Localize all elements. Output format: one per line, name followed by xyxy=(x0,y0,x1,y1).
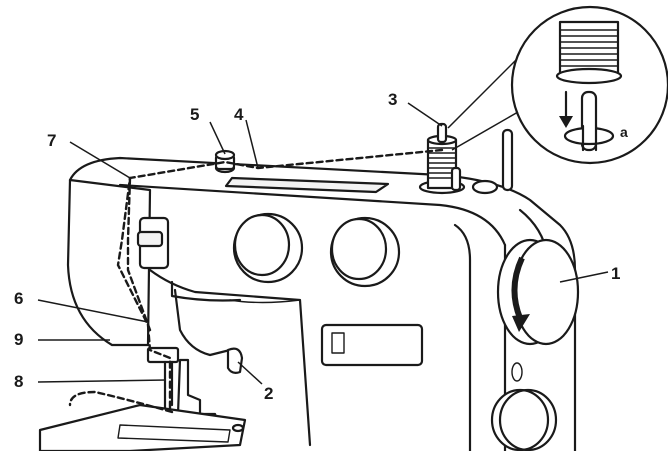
spool-pin xyxy=(436,122,448,144)
needle-clamp xyxy=(146,346,180,364)
callout-3: 3 xyxy=(388,90,397,109)
arrow-head-icon xyxy=(512,314,530,332)
rotation-arrow xyxy=(511,256,525,320)
machine-body xyxy=(66,156,577,451)
lower-controls xyxy=(490,362,558,451)
callout-4: 4 xyxy=(234,105,244,124)
needle-plate xyxy=(38,403,247,451)
spool-inset-detail xyxy=(447,5,668,165)
reverse-icon xyxy=(511,362,523,382)
down-arrow-icon xyxy=(559,116,573,128)
callout-1: 1 xyxy=(611,264,620,283)
thread-path xyxy=(68,148,444,414)
dial-right xyxy=(329,216,401,288)
display-icon xyxy=(331,332,345,354)
stitch-display-window xyxy=(320,323,424,367)
callout-a: a xyxy=(620,124,628,140)
leader-lines xyxy=(37,102,609,385)
spool-assembly xyxy=(418,122,514,195)
callout-2: 2 xyxy=(264,384,273,403)
lower-dial xyxy=(490,388,550,451)
top-cover-plate xyxy=(224,176,390,194)
callout-6: 6 xyxy=(14,289,23,308)
thread-guide xyxy=(214,149,236,174)
inset-leader-bottom xyxy=(451,111,519,151)
inset-leader-top xyxy=(447,59,517,129)
callout-9: 9 xyxy=(14,330,23,349)
handwheel xyxy=(496,238,580,346)
presser-foot-lever xyxy=(226,347,244,374)
needle-area xyxy=(38,346,247,451)
callout-8: 8 xyxy=(14,372,23,391)
stitch-dials xyxy=(232,212,401,288)
dial-left xyxy=(232,212,304,284)
callout-7: 7 xyxy=(47,131,56,150)
presser-foot-shank xyxy=(176,358,202,416)
callout-labels: 1 2 3 4 5 7 6 9 8 a xyxy=(14,90,628,403)
callout-5: 5 xyxy=(190,105,199,124)
bobbin-winder-spindle xyxy=(501,128,514,192)
